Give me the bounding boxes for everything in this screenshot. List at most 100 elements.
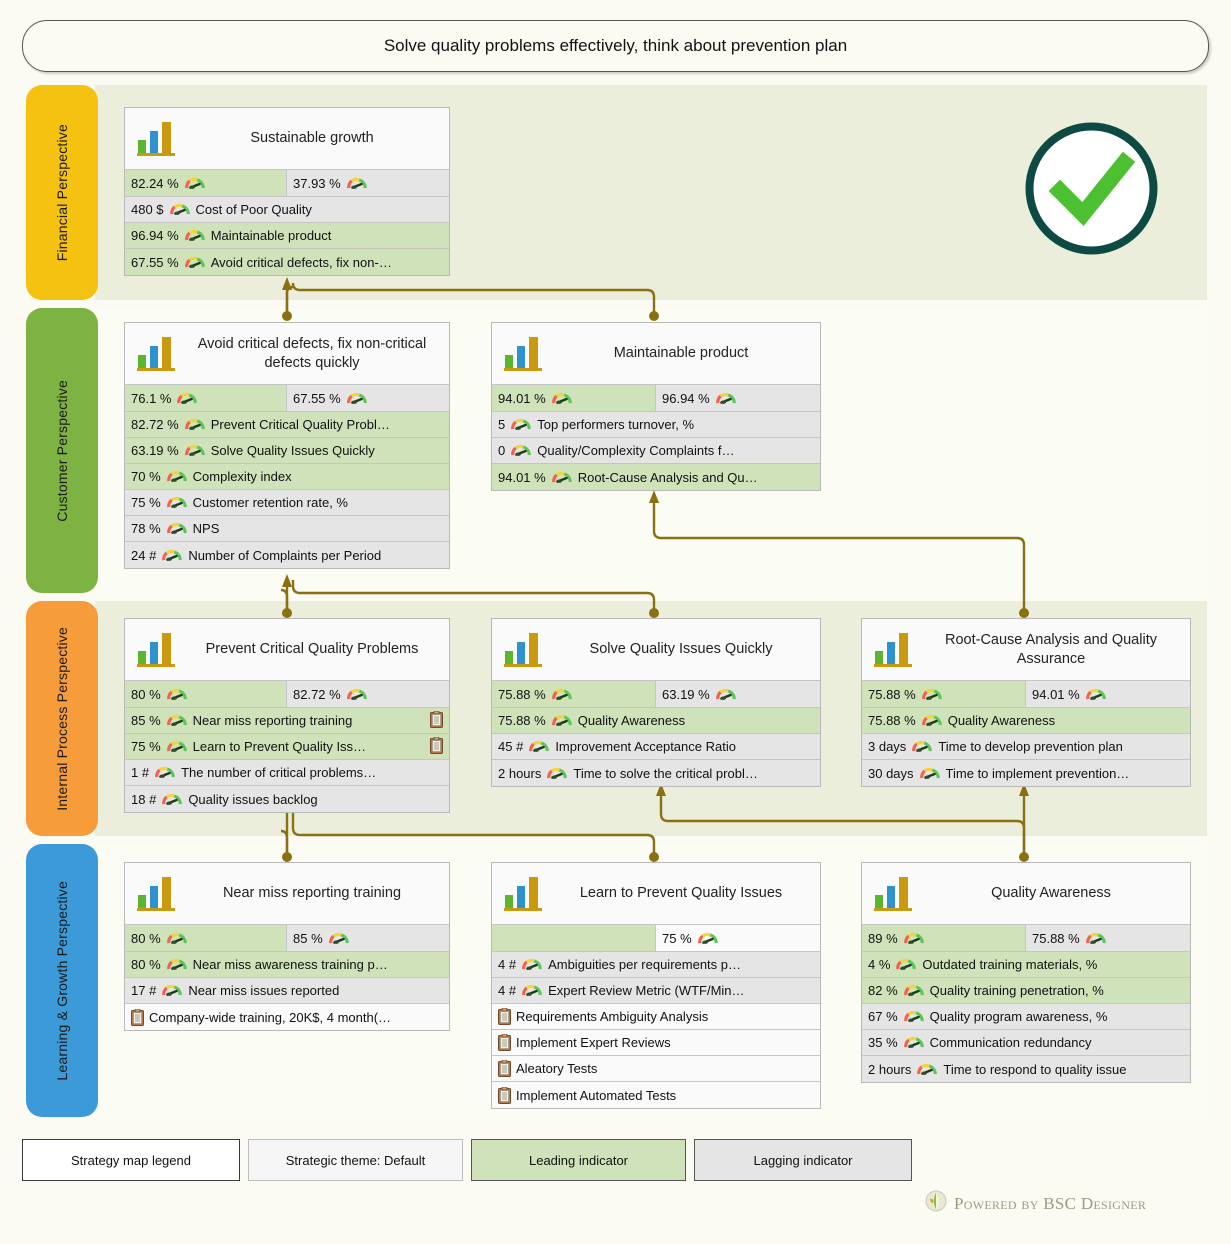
- value-text: 75.88 %: [868, 686, 916, 702]
- kpi-row[interactable]: 45 #Improvement Acceptance Ratio: [492, 734, 820, 760]
- kpi-value: 480 $: [131, 202, 164, 217]
- kpi-label: Solve Quality Issues Quickly: [210, 443, 375, 458]
- gauge-icon: [346, 688, 368, 701]
- kpi-label: Time to develop prevention plan: [938, 739, 1123, 754]
- kpi-row[interactable]: 75.88 %Quality Awareness: [862, 708, 1190, 734]
- kpi-row[interactable]: Company-wide training, 20K$, 4 month(…: [125, 1004, 449, 1030]
- gauge-icon: [166, 958, 188, 971]
- kpi-row[interactable]: 67 %Quality program awareness, %: [862, 1004, 1190, 1030]
- value-text: 75 %: [662, 930, 692, 946]
- kpi-row[interactable]: 80 %Near miss awareness training p…: [125, 952, 449, 978]
- strategy-map-title-bar: Solve quality problems effectively, thin…: [22, 20, 1209, 72]
- gauge-icon: [166, 470, 188, 483]
- kpi-value: 67.55 %: [131, 254, 179, 270]
- kpi-value: 94.01 %: [498, 469, 546, 485]
- kpi-row[interactable]: 75 %Learn to Prevent Quality Iss…: [125, 734, 449, 760]
- kpi-row[interactable]: 75.88 %Quality Awareness: [492, 708, 820, 734]
- kpi-row[interactable]: 4 #Expert Review Metric (WTF/Min…: [492, 978, 820, 1004]
- gauge-icon: [1085, 932, 1107, 945]
- kpi-row[interactable]: 96.94 %Maintainable product: [125, 223, 449, 249]
- kpi-row[interactable]: 24 #Number of Complaints per Period: [125, 542, 449, 568]
- objective-lagging-value: 75 %: [656, 925, 820, 951]
- gauge-icon: [551, 688, 573, 701]
- legend-strategic-theme[interactable]: Strategic theme: Default: [248, 1139, 463, 1181]
- legend-leading-indicator[interactable]: Leading indicator: [471, 1139, 686, 1181]
- value-text: 75.88 %: [1032, 930, 1080, 946]
- kpi-label: Quality Awareness: [577, 713, 686, 728]
- objective-value-strip: 76.1 %67.55 %: [125, 385, 449, 412]
- kpi-label: Improvement Acceptance Ratio: [555, 739, 736, 754]
- value-text: 63.19 %: [662, 686, 710, 702]
- objective-card-avoid-critical-defects[interactable]: Avoid critical defects, fix non-critical…: [124, 322, 450, 569]
- objective-value-strip: 80 %85 %: [125, 925, 449, 952]
- objective-title: Avoid critical defects, fix non-critical…: [197, 336, 427, 371]
- objective-card-root-cause-analysis[interactable]: Root-Cause Analysis and Quality Assuranc…: [861, 618, 1191, 787]
- objective-header: Avoid critical defects, fix non-critical…: [125, 323, 449, 385]
- objective-leading-value: 76.1 %: [125, 385, 287, 411]
- kpi-row[interactable]: 4 #Ambiguities per requirements p…: [492, 952, 820, 978]
- kpi-value: 5: [498, 417, 506, 432]
- perspective-tab-financial[interactable]: Financial Perspective: [26, 85, 98, 300]
- gauge-icon: [184, 229, 206, 242]
- gauge-icon: [328, 932, 350, 945]
- kpi-row[interactable]: 94.01 %Root-Cause Analysis and Qu…: [492, 464, 820, 490]
- value-text: 37.93 %: [293, 175, 341, 191]
- kpi-label: Implement Automated Tests: [516, 1087, 677, 1103]
- gauge-icon: [921, 688, 943, 701]
- kpi-row[interactable]: 78 %NPS: [125, 516, 449, 542]
- kpi-row[interactable]: Requirements Ambiguity Analysis: [492, 1004, 820, 1030]
- perspective-label: Financial Perspective: [54, 123, 70, 262]
- kpi-row[interactable]: 4 %Outdated training materials, %: [862, 952, 1190, 978]
- status-check-icon: [1020, 117, 1163, 260]
- kpi-row[interactable]: Implement Automated Tests: [492, 1082, 820, 1108]
- legend-strategy-map[interactable]: Strategy map legend: [22, 1139, 240, 1181]
- perspective-tab-customer[interactable]: Customer Perspective: [26, 308, 98, 593]
- kpi-label: Company-wide training, 20K$, 4 month(…: [149, 1009, 392, 1025]
- kpi-row[interactable]: 17 #Near miss issues reported: [125, 978, 449, 1004]
- gauge-icon: [921, 714, 943, 727]
- kpi-row[interactable]: 1 #The number of critical problems…: [125, 760, 449, 786]
- kpi-row[interactable]: 67.55 % Avoid critical defects, fix non-…: [125, 249, 449, 275]
- gauge-icon: [346, 177, 368, 190]
- kpi-row[interactable]: 35 %Communication redundancy: [862, 1030, 1190, 1056]
- kpi-row[interactable]: 82.72 %Prevent Critical Quality Probl…: [125, 412, 449, 438]
- perspective-tab-learning[interactable]: Learning & Growth Perspective: [26, 844, 98, 1117]
- legend-label: Strategy map legend: [71, 1152, 191, 1168]
- kpi-value: 82.72 %: [131, 417, 179, 432]
- kpi-row[interactable]: 70 %Complexity index: [125, 464, 449, 490]
- gauge-icon: [903, 1010, 925, 1023]
- kpi-label: Time to implement prevention…: [945, 765, 1130, 781]
- kpi-row[interactable]: 75 %Customer retention rate, %: [125, 490, 449, 516]
- kpi-label: Avoid critical defects, fix non-…: [210, 254, 392, 270]
- value-text: 89 %: [868, 930, 898, 946]
- bar-chart-icon: [137, 876, 177, 911]
- gauge-icon: [551, 714, 573, 727]
- gauge-icon: [169, 203, 191, 216]
- perspective-tab-internal[interactable]: Internal Process Perspective: [26, 601, 98, 836]
- legend-lagging-indicator[interactable]: Lagging indicator: [694, 1139, 912, 1181]
- kpi-row[interactable]: 82 %Quality training penetration, %: [862, 978, 1190, 1004]
- clipboard-icon: [498, 1060, 511, 1077]
- kpi-row[interactable]: Implement Expert Reviews: [492, 1030, 820, 1056]
- gauge-icon: [916, 1063, 938, 1076]
- gauge-icon: [184, 256, 206, 269]
- kpi-row[interactable]: 63.19 %Solve Quality Issues Quickly: [125, 438, 449, 464]
- kpi-row[interactable]: 480 $Cost of Poor Quality: [125, 197, 449, 223]
- kpi-row[interactable]: 18 #Quality issues backlog: [125, 786, 449, 812]
- kpi-row[interactable]: Aleatory Tests: [492, 1056, 820, 1082]
- kpi-label: Time to respond to quality issue: [943, 1061, 1127, 1077]
- kpi-row[interactable]: 85 %Near miss reporting training: [125, 708, 449, 734]
